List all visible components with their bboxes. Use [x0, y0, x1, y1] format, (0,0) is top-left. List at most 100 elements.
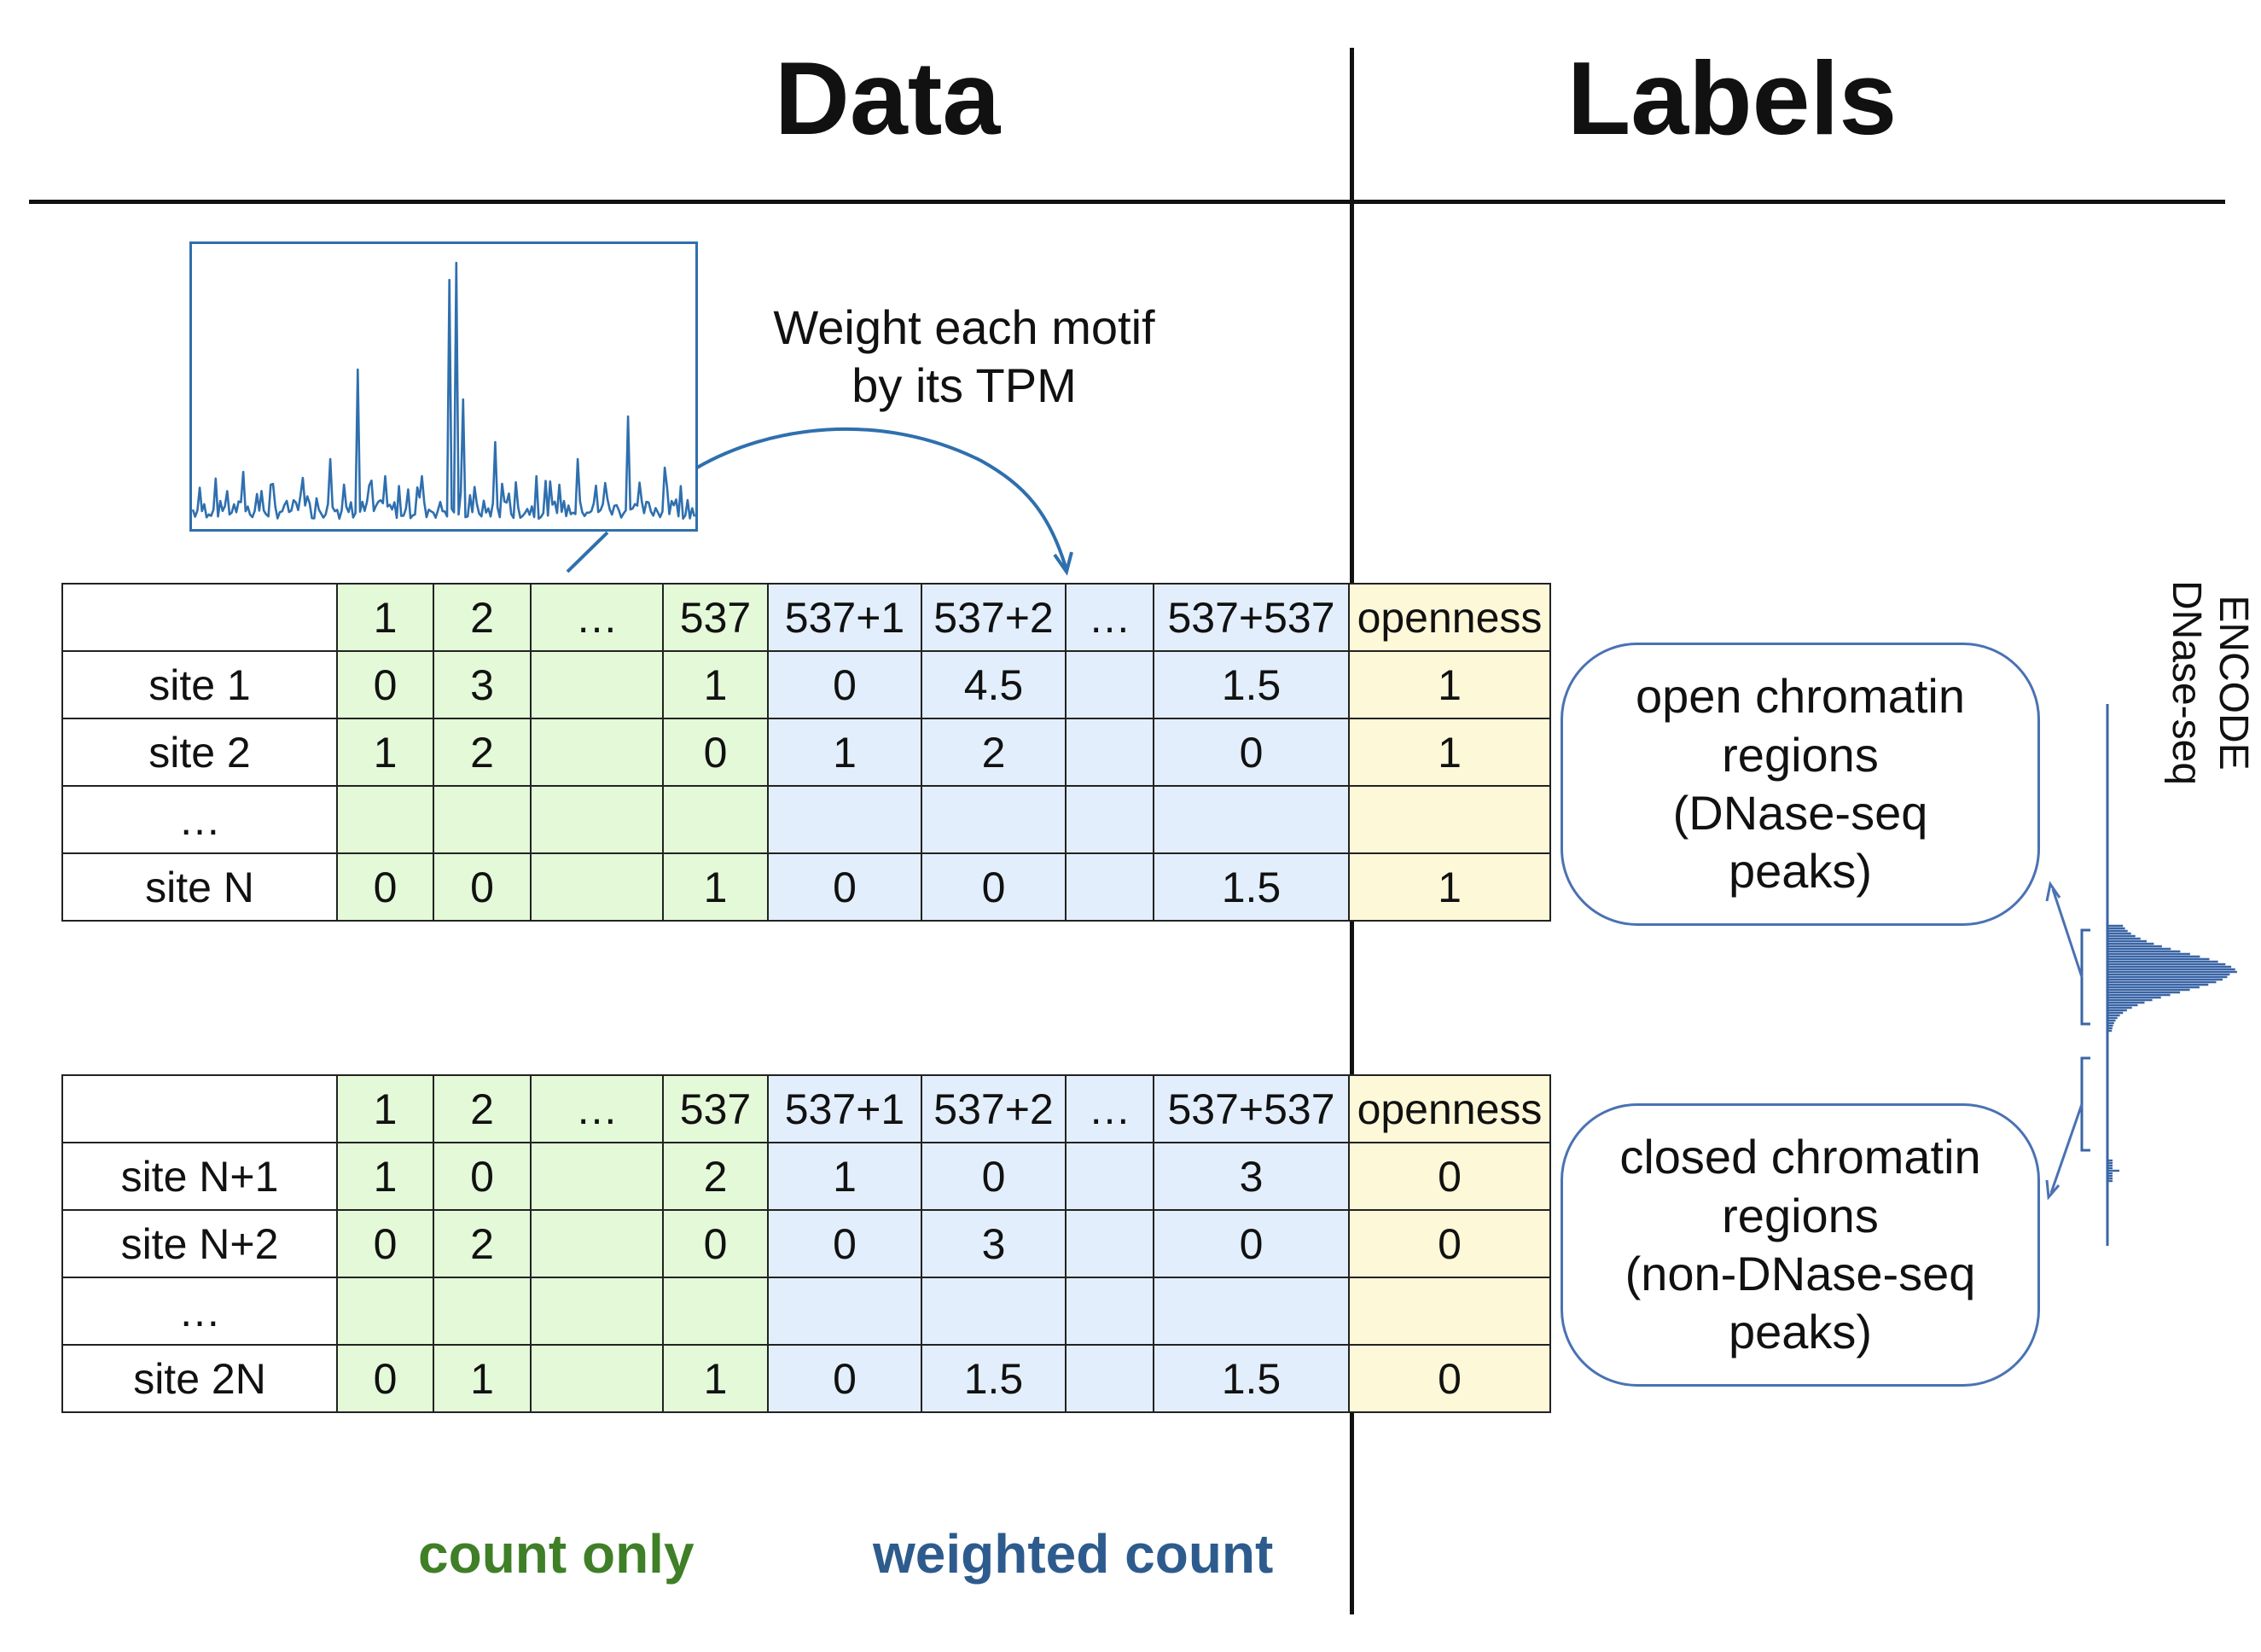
weighting-arrows: [566, 427, 1073, 576]
count-cell: 0: [336, 650, 434, 719]
weighted-count-cell: 0: [767, 650, 922, 719]
header-divider: [29, 200, 2225, 204]
count-cell: [336, 785, 434, 854]
count-cell: [530, 785, 664, 854]
col-header: …: [530, 583, 664, 652]
openness-cell: 0: [1348, 1344, 1551, 1413]
openness-cell: [1348, 1277, 1551, 1346]
count-cell: [530, 1277, 664, 1346]
count-cell: 2: [433, 718, 532, 787]
count-cell: 0: [433, 852, 532, 922]
col-header: 1: [336, 1074, 434, 1143]
weighted-count-cell: 1.5: [1153, 650, 1350, 719]
count-cell: [530, 1209, 664, 1278]
weighted-count-cell: [921, 785, 1067, 854]
openness-cell: 1: [1348, 718, 1551, 787]
count-cell: [433, 1277, 532, 1346]
dnase-signal-distribution: [2045, 704, 2237, 1246]
count-cell: 0: [662, 718, 769, 787]
weighted-count-cell: 3: [1153, 1142, 1350, 1211]
weighted-count-cell: 0: [1153, 718, 1350, 787]
closed-range-bracket: [2080, 1056, 2090, 1152]
count-cell: [433, 785, 532, 854]
closed-pointer-arrow: [2049, 1103, 2084, 1194]
row-label: …: [61, 1277, 338, 1346]
legend-weighted-count: weighted count: [873, 1523, 1274, 1585]
row-label: site 2: [61, 718, 338, 787]
site-row: …: [61, 785, 1551, 854]
col-header: 537+1: [767, 583, 922, 652]
plot-connector-line: [566, 531, 609, 573]
col-header: 1: [336, 583, 434, 652]
weighted-count-cell: [1065, 1209, 1154, 1278]
weighted-count-cell: [1065, 1277, 1154, 1346]
col-header: 2: [433, 1074, 532, 1143]
weighted-count-cell: 1.5: [921, 1344, 1067, 1413]
count-cell: 2: [433, 1209, 532, 1278]
col-header: …: [1065, 1074, 1154, 1143]
count-cell: [530, 650, 664, 719]
count-cell: [530, 852, 664, 922]
weighted-count-cell: 1: [767, 718, 922, 787]
count-cell: 1: [336, 718, 434, 787]
col-header: 537+1: [767, 1074, 922, 1143]
row-label: site N: [61, 852, 338, 922]
column-header-row: 1 2 … 537 537+1 537+2 … 537+537 openness: [61, 583, 1551, 652]
weighted-count-cell: 3: [921, 1209, 1067, 1278]
col-header: 537: [662, 1074, 769, 1143]
row-label: site 1: [61, 650, 338, 719]
encode-dnase-label: ENCODE DNase-seq: [2163, 579, 2256, 786]
closed-chromatin-bubble: closed chromatin regions (non-DNase-seq …: [1561, 1103, 2040, 1387]
tpm-expression-plot: [189, 241, 698, 532]
count-cell: [336, 1277, 434, 1346]
labels-header: Labels: [1566, 40, 1898, 156]
count-cell: 1: [662, 1344, 769, 1413]
openness-cell: 0: [1348, 1209, 1551, 1278]
data-header: Data: [774, 40, 1001, 156]
row-label: site N+1: [61, 1142, 338, 1211]
weighted-count-cell: 0: [921, 1142, 1067, 1211]
site-row: …: [61, 1277, 1551, 1346]
count-cell: 0: [662, 1209, 769, 1278]
count-cell: 0: [336, 852, 434, 922]
col-header: 537+2: [921, 1074, 1067, 1143]
col-header: openness: [1348, 1074, 1551, 1143]
open-chromatin-bubble: open chromatin regions (DNase-seq peaks): [1561, 643, 2040, 926]
count-cell: 0: [336, 1344, 434, 1413]
row-label: site 2N: [61, 1344, 338, 1413]
col-header: 537+2: [921, 583, 1067, 652]
openness-cell: 1: [1348, 852, 1551, 922]
count-cell: [530, 1142, 664, 1211]
weighted-count-cell: [767, 1277, 922, 1346]
count-cell: [530, 1344, 664, 1413]
count-cell: 0: [336, 1209, 434, 1278]
weighted-count-cell: [1065, 852, 1154, 922]
weighted-count-cell: [1153, 785, 1350, 854]
weighted-count-cell: 4.5: [921, 650, 1067, 719]
legend-count-only: count only: [418, 1523, 695, 1585]
weighted-count-cell: [767, 785, 922, 854]
count-cell: 1: [336, 1142, 434, 1211]
col-header: …: [530, 1074, 664, 1143]
weighted-count-cell: 0: [767, 1209, 922, 1278]
count-cell: [662, 1277, 769, 1346]
open-pointer-head: [2045, 881, 2061, 902]
weighted-count-cell: [1065, 650, 1154, 719]
weight-curve-arrow: [695, 427, 1068, 571]
closed-pointer-head: [2045, 1179, 2060, 1201]
count-cell: 1: [662, 852, 769, 922]
open-range-bracket: [2080, 928, 2090, 1026]
distribution-histogram: [2107, 924, 2237, 1183]
weighted-count-cell: 0: [921, 852, 1067, 922]
corner-cell: [61, 583, 338, 652]
weighted-count-cell: [1065, 1344, 1154, 1413]
weighted-count-cell: 1.5: [1153, 1344, 1350, 1413]
weighted-count-cell: 2: [921, 718, 1067, 787]
col-header: 537+537: [1153, 583, 1350, 652]
row-label: site N+2: [61, 1209, 338, 1278]
row-label: …: [61, 785, 338, 854]
